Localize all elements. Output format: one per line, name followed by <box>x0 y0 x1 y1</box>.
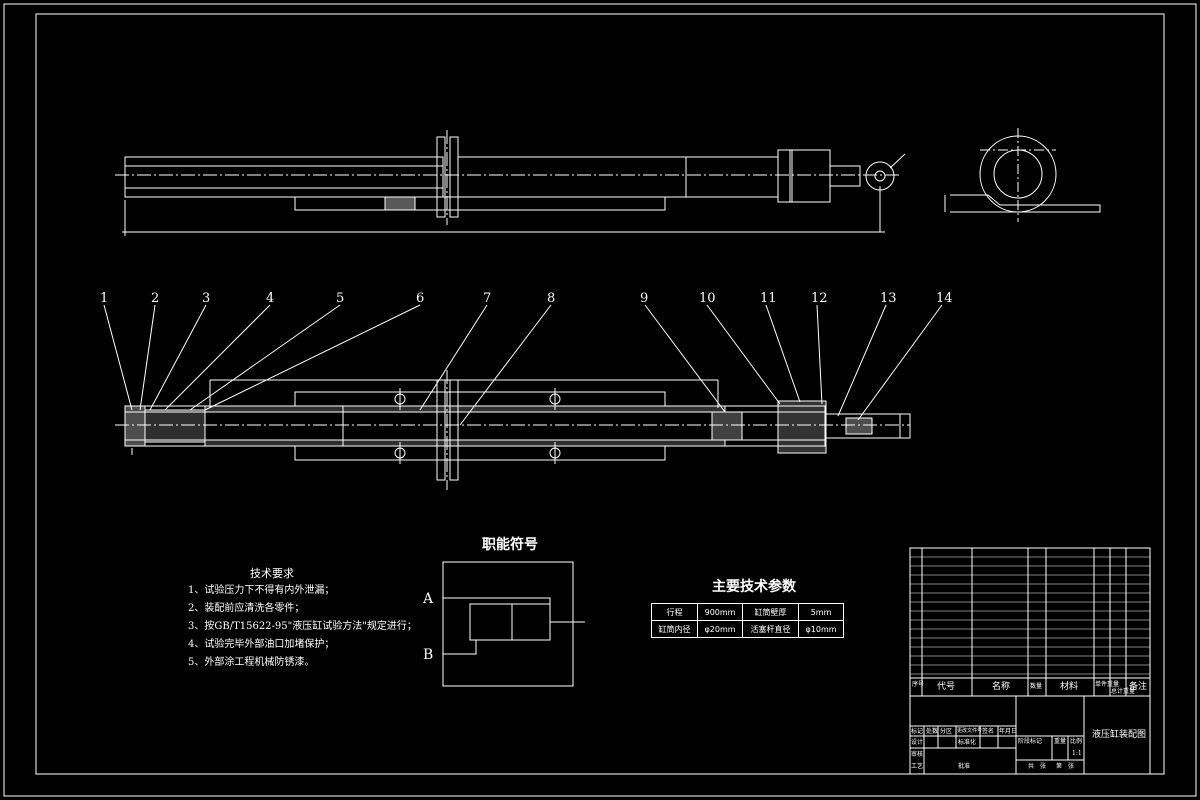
title-block <box>909 695 1151 775</box>
outer-frame <box>3 3 1197 797</box>
tech-requirement-2: 2、装配前应清洗各零件； <box>188 603 305 614</box>
leader-label-7: 7 <box>483 291 492 306</box>
bom-header-unit-weight: 单件重量 <box>1095 681 1120 688</box>
drawing-ratio: 1:1 <box>1072 750 1082 757</box>
tb-label-sheet: 张 <box>1068 763 1075 770</box>
bom-header-material: 材料 <box>1060 682 1079 692</box>
tb-label-process: 工艺 <box>911 763 924 770</box>
leader-label-8: 8 <box>547 291 556 306</box>
params-row: 缸筒内径 φ20mm 活塞杆直径 φ10mm <box>650 620 844 638</box>
bom-header-seq: 序号 <box>912 681 925 688</box>
param-cell: 行程 <box>650 603 699 621</box>
param-cell: 缸筒壁厚 <box>741 603 800 621</box>
tech-requirement-5: 5、外部涂工程机械防锈漆。 <box>188 657 315 668</box>
param-cell: 5mm <box>798 603 844 621</box>
tb-label-change-doc: 更改文件号 <box>957 728 983 734</box>
leader-label-1: 1 <box>100 291 109 306</box>
param-cell: 缸筒内径 <box>650 620 699 638</box>
tb-label-marker: 标记 <box>911 728 924 735</box>
tb-label-total: 共 <box>1028 763 1035 770</box>
inner-frame <box>35 13 1165 775</box>
leader-label-4: 4 <box>266 291 275 306</box>
hydraulic-symbol <box>442 561 585 687</box>
symbol-title: 职能符号 <box>482 537 538 553</box>
param-cell: φ10mm <box>798 620 844 638</box>
leader-label-11: 11 <box>760 291 777 306</box>
side-view <box>944 128 1101 222</box>
tb-label-weight: 重量 <box>1054 738 1067 745</box>
tb-label-approve: 批准 <box>958 763 971 770</box>
top-view <box>115 130 906 236</box>
params-table: 行程 900mm 缸筒壁厚 5mm 缸筒内径 φ20mm 活塞杆直径 φ10mm <box>650 603 844 638</box>
leader-label-3: 3 <box>202 291 211 306</box>
leader-lines <box>103 304 943 426</box>
drawing-title: 液压缸装配图 <box>1092 730 1147 740</box>
bom-header-qty: 数量 <box>1030 683 1043 690</box>
port-a-label: A <box>423 591 434 607</box>
tb-label-sheets: 张 <box>1040 763 1047 770</box>
param-cell: 900mm <box>697 603 743 621</box>
params-title: 主要技术参数 <box>712 579 796 595</box>
tech-requirements-title: 技术要求 <box>250 567 294 580</box>
leader-label-9: 9 <box>640 291 649 306</box>
tb-label-design: 设计 <box>911 739 924 746</box>
bom-header-remark: 备注 <box>1129 682 1148 692</box>
tb-label-stage: 阶段标记 <box>1018 738 1043 745</box>
tb-label-date: 年月日 <box>999 728 1018 735</box>
leader-label-14: 14 <box>936 291 953 306</box>
tech-requirement-3: 3、按GB/T15622-95"液压缸试验方法"规定进行； <box>188 621 417 632</box>
tb-label-scale: 比例 <box>1070 738 1083 745</box>
bom-header-code: 代号 <box>937 682 956 692</box>
section-view <box>115 370 911 490</box>
tech-requirement-1: 1、试验压力下不得有内外泄漏； <box>188 585 335 596</box>
tb-label-count: 处数 <box>926 728 939 735</box>
leader-label-10: 10 <box>699 291 716 306</box>
leader-label-5: 5 <box>336 291 345 306</box>
bom-header-name: 名称 <box>992 682 1011 692</box>
param-cell: φ20mm <box>697 620 743 638</box>
bom-table <box>909 547 1151 697</box>
tb-label-zone: 分区 <box>940 728 953 735</box>
leader-label-13: 13 <box>880 291 897 306</box>
tb-label-review: 审核 <box>911 751 924 758</box>
bom-header-total-weight: 总计重量 <box>1111 688 1136 695</box>
port-b-label: B <box>423 647 434 663</box>
leader-label-6: 6 <box>416 291 425 306</box>
leader-label-2: 2 <box>151 291 160 306</box>
params-row: 行程 900mm 缸筒壁厚 5mm <box>650 603 844 621</box>
tb-label-standard: 标准化 <box>958 739 977 746</box>
tb-label-no: 第 <box>1056 763 1063 770</box>
param-cell: 活塞杆直径 <box>741 620 800 638</box>
leader-label-12: 12 <box>811 291 828 306</box>
tb-label-sign: 签名 <box>982 728 995 735</box>
tech-requirement-4: 4、试验完毕外部油口加堵保护； <box>188 639 335 650</box>
